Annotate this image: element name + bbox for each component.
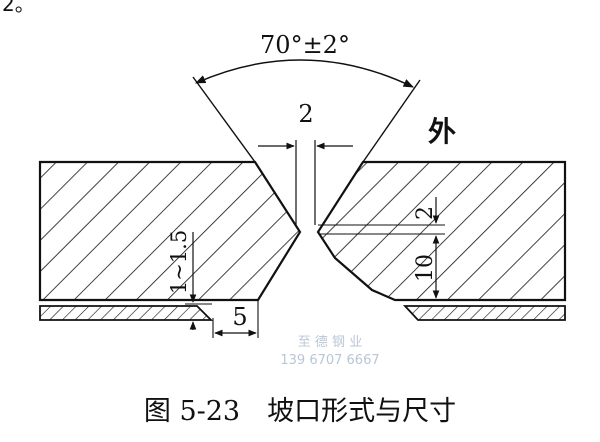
right-bevel-extension xyxy=(362,79,421,163)
angle-dimension-arc xyxy=(195,59,414,88)
figure-caption: 图 5-23 坡口形式与尺寸 xyxy=(144,396,456,427)
land-label: 2 xyxy=(413,206,438,220)
angle-label: 70°±2° xyxy=(260,31,350,59)
left-height-label: 1~1.5 xyxy=(167,230,191,294)
right-plate xyxy=(316,160,567,302)
outside-label: 外 xyxy=(428,115,456,148)
watermark-company: 至 德 钢 业 xyxy=(298,335,362,350)
top-text-fragment: 2。 xyxy=(2,0,35,16)
left-plate xyxy=(38,160,302,302)
left-bevel-extension xyxy=(192,76,256,163)
root-gap-label: 2 xyxy=(298,100,313,128)
backing-width-label: 5 xyxy=(232,303,247,331)
right-backing-strip xyxy=(402,305,566,321)
left-backing-strip xyxy=(39,305,214,321)
watermark-phone: 139 6707 6667 xyxy=(280,353,379,368)
depth-label: 10 xyxy=(413,254,438,282)
